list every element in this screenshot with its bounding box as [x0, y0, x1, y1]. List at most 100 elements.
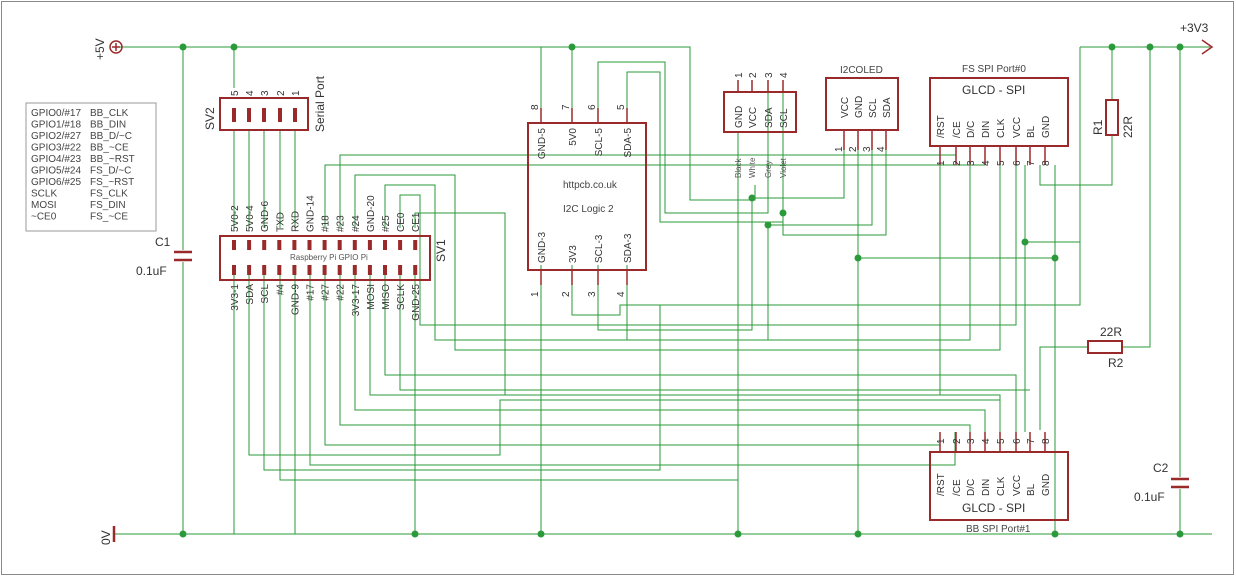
sv1-pin-bottom	[262, 265, 267, 275]
sv1-pin-bottom	[322, 265, 327, 275]
wires	[114, 46, 1212, 535]
sv1-pin-top	[292, 240, 297, 250]
oled-pin-number: 2	[848, 146, 859, 152]
r2-name: R2	[1108, 356, 1124, 370]
sv2-pin	[232, 108, 236, 122]
glcd-top-pin-number: 6	[1012, 160, 1023, 166]
i2c-bottom-pin-number: 4	[616, 291, 627, 297]
i2c-logic-line1: httpcb.co.uk	[563, 180, 618, 191]
sv1-pin-top	[277, 240, 282, 250]
glcd-top-pin-number: 7	[1026, 160, 1037, 166]
i2c-bottom-pin-number: 2	[561, 291, 572, 297]
legend-function: FS_DIN	[90, 200, 126, 211]
cable-wire-colour: Black	[734, 157, 743, 178]
cable-pin-number: 2	[748, 72, 759, 78]
i2c-bottom-pin-number: 1	[530, 291, 541, 297]
legend-gpio: GPIO5/#24	[31, 166, 81, 177]
zero-v-symbol: 0V	[99, 526, 116, 545]
r2-value: 22R	[1100, 325, 1122, 339]
glcd-top-pin-label: /CE	[952, 121, 963, 138]
sv2-pin-number: 3	[260, 90, 271, 96]
sv1-top-label: 5V0-2	[230, 205, 241, 232]
legend-function: FS_~RST	[90, 177, 134, 188]
sv2-pin-number: 4	[245, 90, 256, 96]
cable-wire-colour: White	[748, 157, 757, 178]
i2c-logic-level-shifter: GND-585V07SCL-56SDA-55GND-313V32SCL-33SD…	[527, 104, 647, 297]
glcd-top-pin-number: 8	[1041, 160, 1052, 166]
sv1-pin-top	[247, 240, 252, 250]
sv1-pin-top	[232, 240, 236, 250]
sv2-name: SV2	[203, 107, 217, 130]
glcd-top-pin-label: VCC	[1012, 117, 1023, 138]
sv1-top-label: GND-20	[366, 195, 377, 232]
sv1-pin-bottom	[398, 265, 403, 275]
sv1-top-label: #23	[336, 215, 347, 232]
glcd-fs-spi-port0: FS SPI Port#0 GLCD - SPI /RST1/CE2D/C3DI…	[929, 64, 1069, 166]
sv1-bottom-label: #22	[336, 284, 347, 301]
sv1-bottom-label: GND-25	[411, 284, 422, 321]
sv1-top-label: GND-6	[260, 200, 271, 232]
i2c-top-pin-number: 7	[561, 104, 572, 110]
c1-name: C1	[155, 235, 171, 249]
legend-function: FS_CLK	[90, 189, 128, 200]
glcd-bot-pin-number: 8	[1041, 438, 1052, 444]
sv1-top-label: TXD	[275, 212, 286, 232]
sv1-bottom-label: GND-9	[290, 284, 301, 316]
sv1-top-label: CE0	[396, 212, 407, 232]
legend-function: BB_~CE	[90, 143, 129, 154]
glcd-bot-pin-number: 2	[952, 438, 963, 444]
sv1-pin-top	[262, 240, 267, 250]
glcd-bot-pin-label: BL	[1026, 483, 1037, 496]
legend-gpio: GPIO2/#27	[31, 131, 81, 142]
sv1-pin-top	[337, 240, 342, 250]
glcd-bot-pin-number: 4	[981, 438, 992, 444]
sv1-bottom-label: SDA	[245, 284, 256, 305]
sv1-pin-top	[413, 240, 418, 250]
sv1-pin-top	[367, 240, 372, 250]
c2-name: C2	[1153, 461, 1169, 475]
cable-pin-label: SCL	[779, 108, 790, 128]
glcd-top-pin-number: 5	[996, 160, 1007, 166]
capacitor-c2: C2 0.1uF	[1134, 461, 1189, 504]
glcd-top-caption: FS SPI Port#0	[962, 64, 1026, 75]
i2c-bottom-pin-label: GND-3	[537, 231, 548, 263]
i2c-bottom-pin-label: SCL-3	[594, 234, 605, 263]
glcd-top-pin-label: D/C	[966, 121, 977, 138]
sv1-pin-bottom	[413, 265, 418, 275]
sv2-pin	[278, 108, 282, 122]
plus3v3-symbol: +3V3	[1180, 21, 1214, 55]
i2c-logic-line2: I2C Logic 2	[563, 204, 614, 215]
glcd-top-pin-number: 1	[936, 160, 947, 166]
oled-pin-label: SCL	[868, 98, 879, 118]
glcd-bot-pin-label: /RST	[936, 473, 947, 496]
glcd-top-pin-label: /RST	[936, 115, 947, 138]
cable-pin-label: VCC	[748, 107, 759, 128]
cable-wire-colour: Grey	[764, 161, 773, 178]
sv1-pin-bottom	[292, 265, 297, 275]
cable-wire-colour: Violet	[779, 157, 788, 178]
glcd-top-pin-label: DIN	[981, 121, 992, 138]
i2c-top-pin-label: SCL-5	[594, 128, 605, 157]
sv1-pin-bottom	[307, 265, 312, 275]
cable-pin-label: GND	[734, 106, 745, 128]
sv2-pin-number: 2	[276, 90, 287, 96]
glcd-bot-caption: BB SPI Port#1	[966, 524, 1031, 535]
sv1-pin-top	[398, 240, 403, 250]
glcd-bot-pin-label: CLK	[996, 476, 1007, 496]
sv1-top-label: GND-14	[306, 195, 317, 232]
c1-value: 0.1uF	[136, 264, 167, 278]
sv1-pin-top	[307, 240, 312, 250]
glcd-top-pin-number: 2	[952, 160, 963, 166]
legend-gpio: GPIO3/#22	[31, 143, 81, 154]
plus5v-symbol: +5V	[93, 38, 123, 60]
oled-pin-label: VCC	[840, 97, 851, 118]
glcd-bb-spi-port1: GLCD - SPI BB SPI Port#1 /RST1/CE2D/C3DI…	[929, 432, 1069, 535]
sv1-top-label: #24	[351, 215, 362, 232]
glcd-bot-pin-number: 1	[936, 438, 947, 444]
sv1-pin-bottom	[232, 265, 236, 275]
glcd-top-pin-number: 4	[981, 160, 992, 166]
